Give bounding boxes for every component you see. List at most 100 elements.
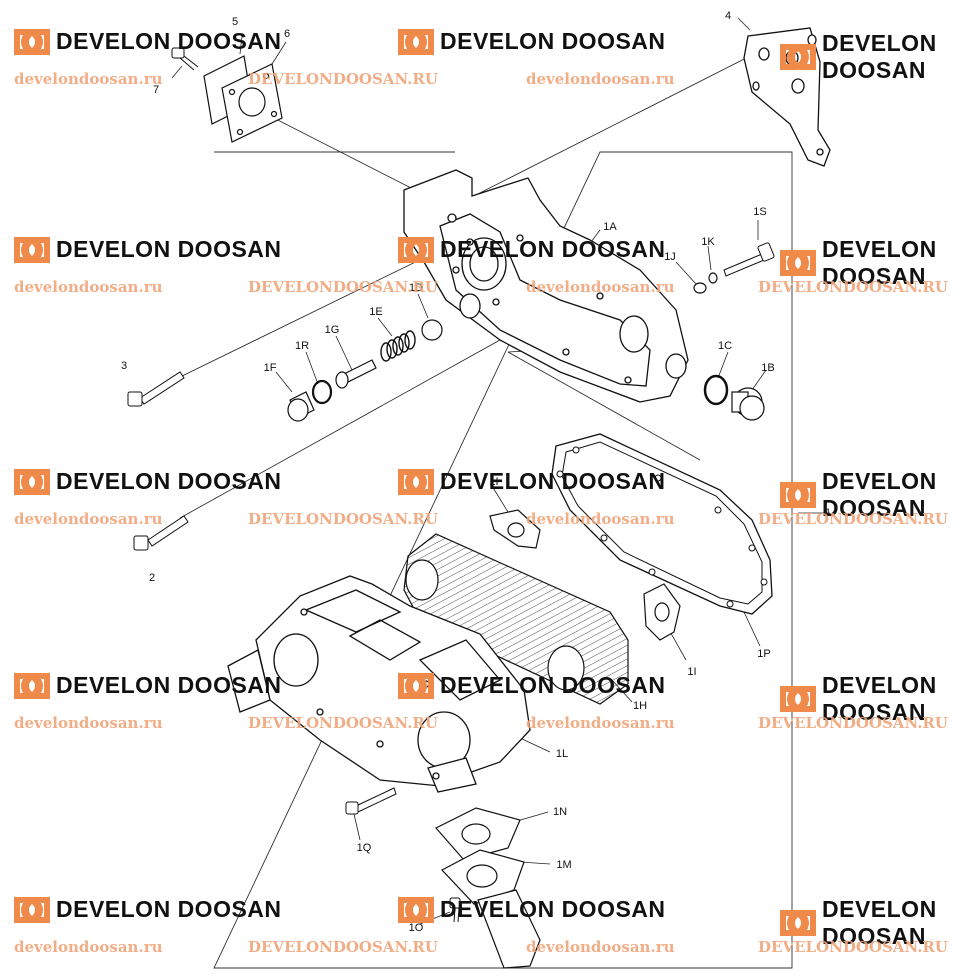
brand-text: DEVELON DOOSAN: [440, 672, 666, 698]
watermark-url: develondoosan.ru: [526, 278, 675, 296]
watermark-brand: DEVELON DOOSAN: [14, 468, 282, 495]
watermark-url-caps: DEVELONDOOSAN.RU: [248, 938, 438, 956]
bracket-4: [743, 27, 831, 167]
callout-7: 7: [152, 84, 160, 96]
watermark-brand: DEVELON DOOSAN: [398, 468, 666, 495]
watermark-brand: DEVELON DOOSAN: [780, 468, 980, 522]
watermark-brand: DEVELON DOOSAN: [780, 236, 980, 290]
callout-1H: 1H: [632, 700, 648, 712]
callout-3: 3: [120, 360, 128, 372]
watermark-url: develondoosan.ru: [14, 714, 163, 732]
gasket-1P-holes: [556, 446, 768, 608]
callout-1M: 1M: [556, 859, 572, 871]
watermark-brand: DEVELON DOOSAN: [398, 28, 666, 55]
brand-logo-icon: [780, 250, 816, 276]
watermark-url: develondoosan.ru: [14, 278, 163, 296]
callout-1S: 1S: [753, 206, 767, 218]
washer-1K: [708, 272, 718, 284]
callout-1I-lower: 1I: [687, 666, 697, 678]
brand-text: DEVELON DOOSAN: [56, 468, 282, 494]
brand-text: DEVELON DOOSAN: [822, 468, 937, 521]
callout-1N: 1N: [552, 806, 568, 818]
brand-logo-icon: [780, 910, 816, 936]
watermark-url-caps: DEVELONDOOSAN.RU: [248, 510, 438, 528]
callout-1P: 1P: [757, 648, 771, 660]
callout-1F: 1F: [263, 362, 277, 374]
housing-1A: [403, 169, 689, 403]
watermark-brand: DEVELON DOOSAN: [14, 672, 282, 699]
callout-2: 2: [148, 572, 156, 584]
ball-1D: [421, 319, 443, 341]
watermark-url-caps: DEVELONDOOSAN.RU: [758, 278, 948, 296]
bolt-1Q: [345, 787, 397, 815]
bolt-2: [133, 515, 189, 551]
brand-text: DEVELON DOOSAN: [822, 236, 937, 289]
callout-1: 1: [824, 507, 832, 519]
brand-text: DEVELON DOOSAN: [822, 896, 937, 949]
gasket-6: [221, 63, 283, 143]
brand-logo-icon: [398, 672, 434, 699]
brand-logo-icon: [398, 28, 434, 55]
watermark-brand: DEVELON DOOSAN: [14, 896, 282, 923]
callout-6: 6: [283, 28, 291, 40]
watermark-url: develondoosan.ru: [14, 510, 163, 528]
brand-text: DEVELON DOOSAN: [440, 896, 666, 922]
plug-1B: [731, 387, 765, 421]
washer-1J: [693, 282, 707, 294]
leader-lines: [171, 17, 830, 925]
watermark-url: develondoosan.ru: [14, 938, 163, 956]
brand-logo-icon: [398, 236, 434, 263]
spring-1E: [380, 330, 416, 362]
brand-text: DEVELON DOOSAN: [56, 28, 282, 54]
watermark-url: develondoosan.ru: [526, 714, 675, 732]
bolt-1O: [449, 897, 461, 923]
bolt-3: [127, 371, 185, 407]
watermark-brand: DEVELON DOOSAN: [398, 896, 666, 923]
brand-logo-icon: [398, 468, 434, 495]
brand-logo-icon: [14, 236, 50, 263]
brand-text: DEVELON DOOSAN: [56, 672, 282, 698]
watermark-brand: DEVELON DOOSAN: [398, 236, 666, 263]
callout-1A: 1A: [603, 221, 617, 233]
callout-1D: 1D: [408, 282, 424, 294]
bolt-1S: [723, 242, 775, 277]
callout-1C: 1C: [717, 340, 733, 352]
brand-logo-icon: [780, 482, 816, 508]
watermark-url: develondoosan.ru: [526, 938, 675, 956]
watermark-url-caps: DEVELONDOOSAN.RU: [758, 510, 948, 528]
callout-1L: 1L: [555, 748, 569, 760]
watermark-brand: DEVELON DOOSAN: [398, 672, 666, 699]
watermark-url-caps: DEVELONDOOSAN.RU: [248, 70, 438, 88]
plunger-1G: [335, 359, 377, 389]
brand-logo-icon: [14, 468, 50, 495]
watermark-url-caps: DEVELONDOOSAN.RU: [758, 938, 948, 956]
brand-logo-icon: [780, 686, 816, 712]
brand-text: DEVELON DOOSAN: [56, 236, 282, 262]
callout-5: 5: [231, 16, 239, 28]
bolt-7: [171, 47, 199, 71]
callout-1I-upper: 1I: [489, 476, 499, 488]
callout-1G: 1G: [324, 324, 340, 336]
gasket-1I-upper: [489, 509, 541, 549]
watermark-brand: DEVELON DOOSAN: [780, 896, 980, 950]
callout-1O: 1O: [408, 922, 424, 934]
callout-1R: 1R: [294, 340, 310, 352]
brand-text: DEVELON DOOSAN: [822, 30, 937, 83]
callout-1E: 1E: [369, 306, 383, 318]
callout-1B: 1B: [761, 362, 775, 374]
ring-1R: [311, 379, 333, 405]
brand-text: DEVELON DOOSAN: [56, 896, 282, 922]
watermark-brand: DEVELON DOOSAN: [14, 236, 282, 263]
brand-logo-icon: [14, 896, 50, 923]
flange-1M: [441, 849, 541, 969]
gasket-1I-lower: [643, 583, 681, 641]
brand-text: DEVELON DOOSAN: [440, 28, 666, 54]
watermark-url: develondoosan.ru: [526, 510, 675, 528]
brand-logo-icon: [14, 672, 50, 699]
brand-logo-icon: [780, 44, 816, 70]
watermark-brand: DEVELON DOOSAN: [780, 30, 980, 84]
brand-text: DEVELON DOOSAN: [822, 672, 937, 725]
callout-1Q: 1Q: [356, 842, 372, 854]
plug-1F: [287, 391, 315, 422]
